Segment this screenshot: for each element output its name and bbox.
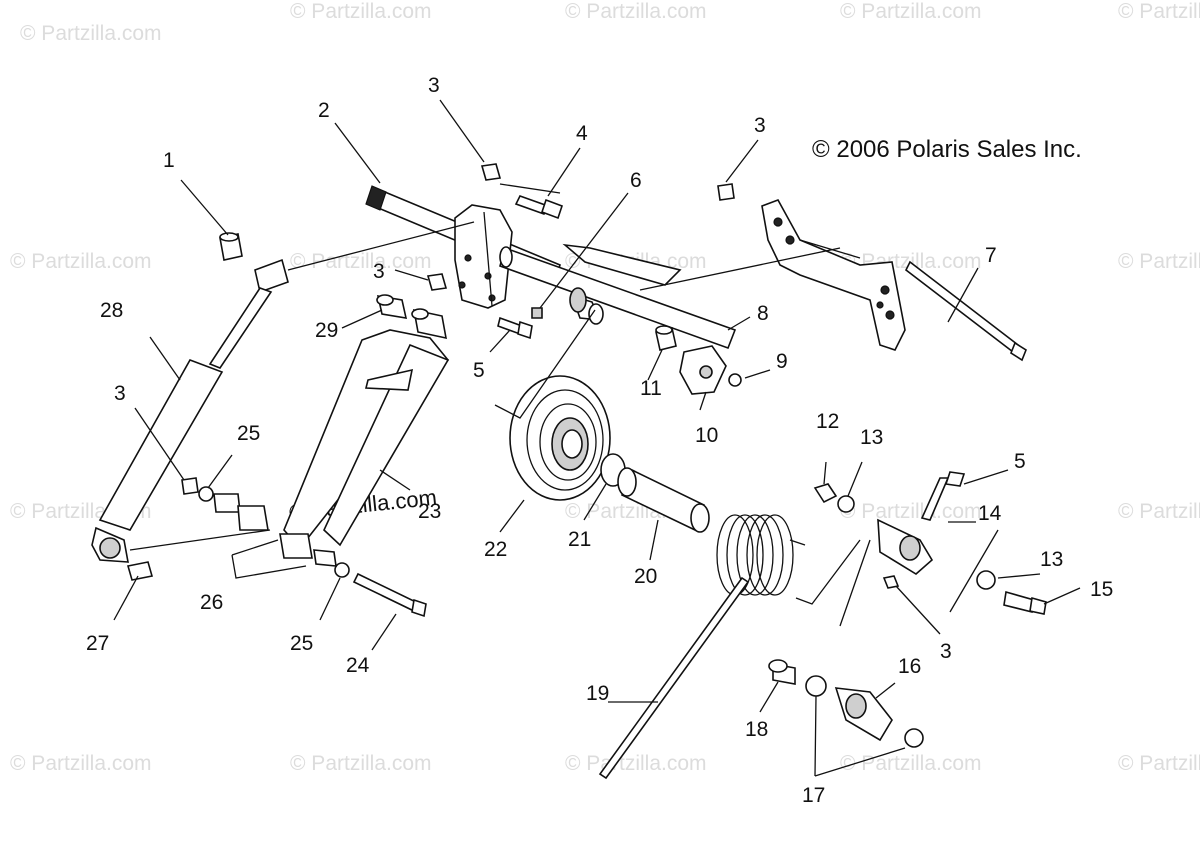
- part-26-spacers: [213, 493, 337, 567]
- part-22-wheel: [509, 375, 611, 501]
- part-19-spring: [598, 514, 806, 780]
- label-3: 3: [940, 640, 952, 663]
- label-28: 28: [100, 299, 123, 322]
- watermark: © Partzilla.com: [1118, 250, 1200, 273]
- label-6: 6: [630, 169, 642, 192]
- label-21: 21: [568, 528, 591, 551]
- label-12: 12: [816, 410, 839, 433]
- watermark: © Partzilla.com: [840, 500, 982, 523]
- label-5: 5: [473, 359, 485, 382]
- watermark: © Partzilla.com: [1118, 0, 1200, 23]
- watermark: © Partzilla.com: [1118, 500, 1200, 523]
- watermark: © Partzilla.com: [290, 0, 432, 23]
- copyright-notice: © 2006 Polaris Sales Inc.: [812, 136, 1082, 163]
- label-27: 27: [86, 632, 109, 655]
- label-3: 3: [114, 382, 126, 405]
- label-10: 10: [695, 424, 718, 447]
- part-18-bushing: [768, 659, 827, 697]
- leader-lines: [113, 99, 1081, 777]
- label-24: 24: [346, 654, 370, 677]
- label-15: 15: [1090, 578, 1113, 601]
- watermark: © Partzilla.com: [565, 752, 707, 775]
- part-labels: 1 2 3 4 3 6 3 7 8 28 29 5 11 9 10 3 25 2…: [86, 74, 1113, 807]
- watermark: © Partzilla.com: [290, 752, 432, 775]
- part-5-bolt: [497, 316, 533, 340]
- part-23-arm: [283, 329, 450, 550]
- label-9: 9: [776, 350, 788, 373]
- label-17: 17: [802, 784, 825, 807]
- watermark: © Partzilla.com: [840, 0, 982, 23]
- part-12-nut: [813, 483, 855, 513]
- label-13: 13: [1040, 548, 1063, 571]
- label-25: 25: [237, 422, 260, 445]
- part-3-nut-lower: [882, 575, 900, 589]
- part-3-nut-left: [181, 477, 199, 495]
- label-3: 3: [428, 74, 440, 97]
- watermark: © Partzilla.com: [10, 250, 152, 273]
- watermark: © Partzilla.com: [840, 752, 982, 775]
- label-3: 3: [754, 114, 766, 137]
- label-1: 1: [163, 149, 175, 172]
- watermark: © Partzilla.com: [20, 22, 162, 45]
- part-3-nut-right: [717, 183, 735, 201]
- label-4: 4: [576, 122, 588, 145]
- part-4-bolt: [514, 195, 564, 220]
- label-7: 7: [985, 244, 997, 267]
- part-14-arm: [877, 471, 966, 575]
- watermark: © Partzilla.com: [10, 752, 152, 775]
- label-26: 26: [200, 591, 223, 614]
- part-10-pivot: [655, 325, 742, 395]
- label-13: 13: [860, 426, 883, 449]
- label-25: 25: [290, 632, 313, 655]
- part-29-bushings: [376, 294, 448, 340]
- part-28-shock: [91, 258, 289, 563]
- label-3: 3: [373, 260, 385, 283]
- label-5: 5: [1014, 450, 1026, 473]
- label-2: 2: [318, 99, 330, 122]
- label-8: 8: [757, 302, 769, 325]
- part-20-spacer: [617, 467, 710, 533]
- label-16: 16: [898, 655, 921, 678]
- label-14: 14: [978, 502, 1002, 525]
- part-15-bolt: [976, 570, 1047, 615]
- watermark: © Partzilla.com: [290, 250, 432, 273]
- part-3-nut-top: [480, 163, 502, 181]
- part-16-arm: [834, 687, 924, 748]
- label-20: 20: [634, 565, 657, 588]
- label-19: 19: [586, 682, 609, 705]
- part-24-bolt: [352, 572, 427, 618]
- label-22: 22: [484, 538, 507, 561]
- watermark: © Partzilla.com: [565, 0, 707, 23]
- part-1-bushing: [219, 232, 243, 261]
- part-25-washers: [198, 486, 350, 578]
- part-7-bracket: [761, 199, 1027, 362]
- part-3-nut-mid: [426, 273, 448, 291]
- label-18: 18: [745, 718, 768, 741]
- watermark: © Partzilla.com: [1118, 752, 1200, 775]
- label-23: 23: [418, 500, 441, 523]
- part-6-fitting: [531, 307, 543, 319]
- label-29: 29: [315, 319, 338, 342]
- label-11: 11: [640, 377, 662, 400]
- part-27-pin: [126, 561, 154, 581]
